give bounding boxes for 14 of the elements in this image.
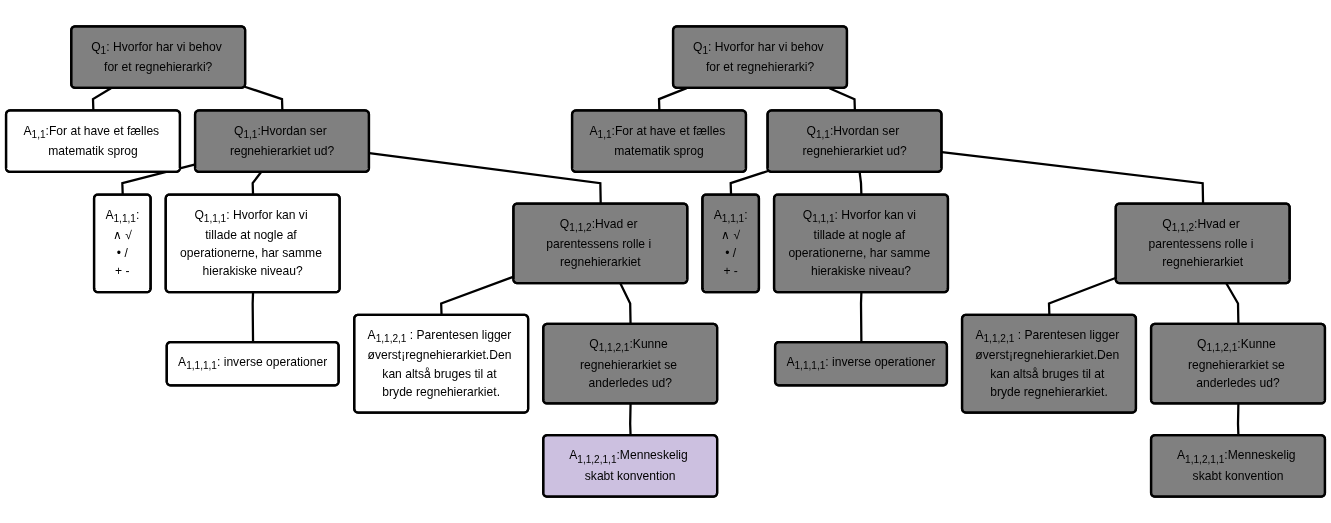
- connector: [657, 87, 688, 111]
- connector: [941, 150, 1205, 204]
- connector: [858, 172, 863, 195]
- connector: [1236, 403, 1240, 436]
- connector: [91, 87, 112, 111]
- connector: [629, 403, 632, 436]
- connector: [859, 292, 863, 343]
- connector: [244, 85, 284, 111]
- connector: [729, 169, 770, 195]
- connector: [828, 87, 857, 111]
- connector: [251, 292, 255, 343]
- connector: [369, 151, 602, 204]
- connector: [251, 171, 262, 195]
- connector: [121, 163, 196, 195]
